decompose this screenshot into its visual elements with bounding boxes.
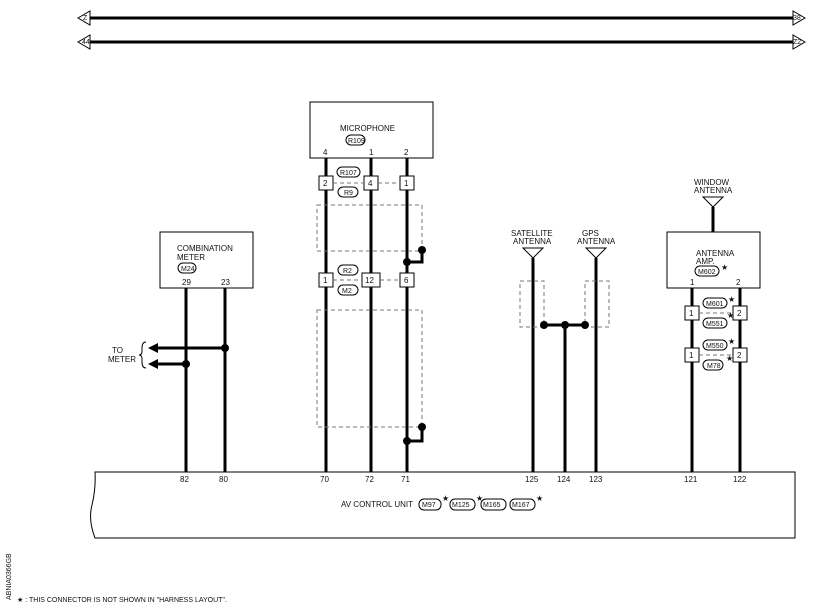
combination-meter-pin-29: 29 [182,278,191,287]
top-arrow-left-label: Z [83,15,88,22]
combination-meter-pin-23: 23 [221,278,230,287]
av-control-unit-box: 82 80 70 72 71 125 124 123 121 122 AV CO… [90,471,796,539]
av-pin-82: 82 [180,475,189,484]
microphone-pin-4: 4 [323,148,328,157]
av-connector-m165: M165 [483,502,501,509]
to-meter-brace [138,341,147,369]
joint1-pin-4: 4 [368,179,373,188]
av-pin-124: 124 [557,475,571,484]
joint3-pin-1: 1 [689,309,694,318]
window-antenna-label-1: WINDOW [694,178,730,187]
av-star-2: ★ [476,494,483,503]
gps-antenna-icon [584,247,608,259]
microphone-pin-1: 1 [369,148,374,157]
av-pin-123: 123 [589,475,603,484]
joint3-connector-b: M551 [706,321,724,328]
joint4-pin-1: 1 [689,351,694,360]
satellite-antenna-label-1: SATELLITE [511,229,553,238]
av-star-1: ★ [442,494,449,503]
microphone-pin-2: 2 [404,148,409,157]
joint1-pin-2: 2 [323,179,328,188]
splice-ant-3 [581,321,589,329]
gps-antenna-label-1: GPS [582,229,599,238]
arrow-to-meter-2 [148,359,158,369]
joint3-pin-2: 2 [737,309,742,318]
bottom-arrow-right-label: Z2 [793,39,801,46]
antenna-amp-label-2: AMP. [696,257,715,266]
joint-connector-r107-r9: 2 4 1 R107 R9 [318,166,415,198]
antenna-amp-star: ★ [721,263,728,272]
arrow-to-meter-1 [148,343,158,353]
joint1-pin-1: 1 [404,179,409,188]
av-control-unit-label: AV CONTROL UNIT [341,500,413,509]
joint1-connector-b: R9 [344,190,353,197]
antenna-amp-label-1: ANTENNA [696,249,735,258]
av-connector-m97: M97 [422,502,436,509]
joint4-connector-a: M550 [706,343,724,350]
combination-meter-label-2: METER [177,253,205,262]
joint4-star-b: ★ [726,354,733,363]
joint3-connector-a: M601 [706,301,724,308]
satellite-antenna-icon [521,247,545,259]
av-star-3: ★ [536,494,543,503]
microphone-box: MICROPHONE R109 4 1 2 [309,101,434,159]
joint4-pin-2: 2 [737,351,742,360]
to-meter-label-2: METER [108,355,136,364]
combination-meter-connector: M24 [181,266,195,273]
joint3-star-a: ★ [728,295,735,304]
window-antenna-label-2: ANTENNA [694,186,733,195]
av-pin-121: 121 [684,475,698,484]
av-connector-m167: M167 [512,502,530,509]
joint1-connector-a: R107 [340,170,357,177]
av-pin-71: 71 [401,475,410,484]
top-arrow-right-label: 38 [793,15,801,22]
joint2-pin-6: 6 [404,276,409,285]
joint2-connector-b: M2 [342,288,352,295]
joint3-star-b: ★ [727,311,734,320]
to-meter-label-1: TO [112,346,123,355]
shield-upper [316,204,423,252]
joint2-pin-12: 12 [365,276,374,285]
antenna-amp-connector: M602 [698,269,716,276]
combination-meter-box: COMBINATION METER M24 29 23 [159,231,254,289]
joint-connector-m601-m551: 1 2 M601 ★ M551 ★ [684,295,748,329]
av-pin-122: 122 [733,475,747,484]
satellite-antenna-label-2: ANTENNA [513,237,552,246]
av-pin-80: 80 [219,475,228,484]
av-connector-m125: M125 [452,502,470,509]
av-pin-125: 125 [525,475,539,484]
joint-connector-r2-m2: 1 12 6 R2 M2 [318,264,415,296]
window-antenna-icon [701,196,725,208]
gps-antenna-label-2: ANTENNA [577,237,616,246]
bottom-arrow-left-label: 44 [82,39,90,46]
joint2-connector-a: R2 [343,268,352,275]
antenna-amp-pin-2: 2 [736,278,741,287]
joint2-pin-1: 1 [323,276,328,285]
antenna-amp-box: ANTENNA AMP. M602 ★ 1 2 [666,231,761,289]
splice-ant-1 [540,321,548,329]
microphone-title: MICROPHONE [340,124,395,133]
av-pin-72: 72 [365,475,374,484]
joint4-star-a: ★ [728,337,735,346]
footnote: ★ : THIS CONNECTOR IS NOT SHOWN IN "HARN… [17,596,227,604]
microphone-connector: R109 [348,138,365,145]
top-arrow-line-2: 44 Z2 [77,34,806,50]
joint-connector-m550-m78: 1 2 M550 ★ M78 ★ [684,337,748,371]
joint4-connector-b: M78 [707,363,721,370]
side-code-label: ABNIA0366GB [6,553,13,600]
combination-meter-label-1: COMBINATION [177,244,233,253]
antenna-amp-pin-1: 1 [690,278,695,287]
shield-lower [316,309,423,428]
top-arrow-line-1: Z 38 [77,10,806,26]
av-pin-70: 70 [320,475,329,484]
